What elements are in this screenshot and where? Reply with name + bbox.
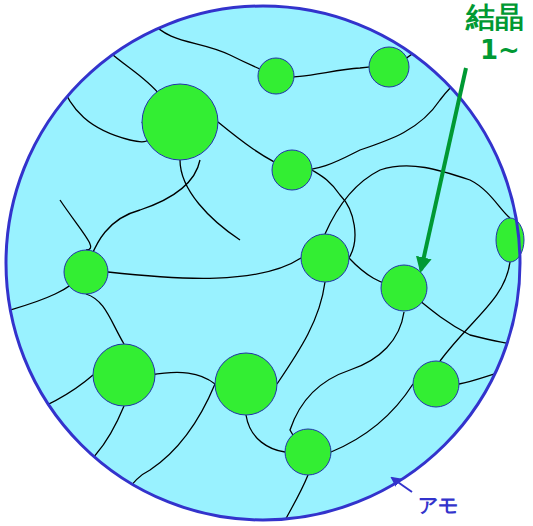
amorphous-label: アモ — [418, 494, 458, 516]
crystal-size-label: 1~ — [480, 36, 520, 65]
crystallites — [64, 47, 524, 475]
crystal-label: 結晶 — [466, 2, 524, 34]
sample-outline — [6, 6, 520, 520]
amorphous-pointer — [392, 478, 412, 492]
crystal-pointer — [421, 68, 466, 270]
amorphous-region — [6, 6, 520, 520]
